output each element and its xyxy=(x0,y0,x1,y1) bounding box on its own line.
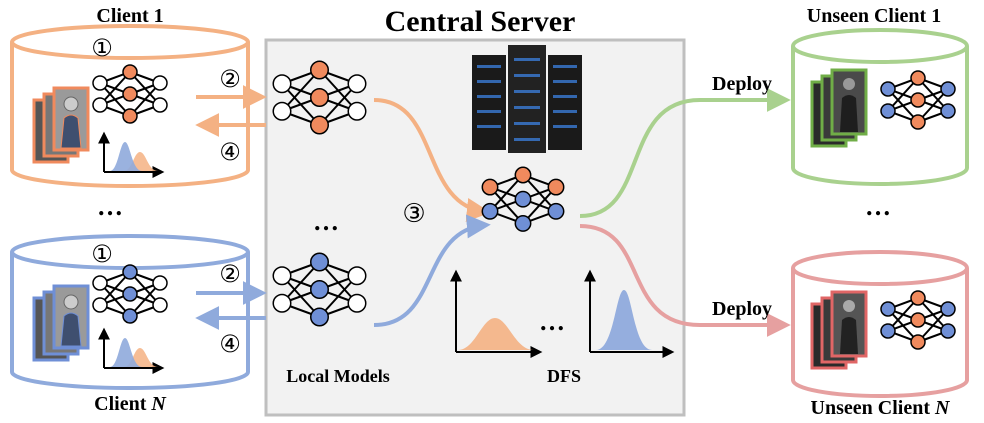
client-n-label: Client N xyxy=(94,393,167,415)
client-1-distribution-curve-icon xyxy=(98,131,165,178)
local-model-n-neural-network-icon xyxy=(272,252,367,327)
client-n-neural-network-icon xyxy=(92,264,168,324)
client-n-distribution-curve-icon xyxy=(98,327,165,374)
global-model-neural-network-icon xyxy=(481,166,565,232)
unseen-client-1-person-image-stack-icon xyxy=(810,68,868,148)
deploy-unseen-1-label: Deploy xyxy=(712,73,772,95)
client-n-step-download: ④ xyxy=(219,330,241,358)
step-aggregate: ③ xyxy=(402,199,425,229)
client-n-step-local: ① xyxy=(91,240,113,268)
unseen-client-n-neural-network-icon xyxy=(880,290,956,350)
unseen-client-n-person-image-stack-icon xyxy=(810,290,868,370)
client-1-person-image-stack-icon xyxy=(32,86,90,164)
clients-ellipsis: … xyxy=(97,192,123,221)
local-models-label: Local Models xyxy=(286,366,390,386)
deploy-unseen-n-arrow xyxy=(579,224,791,337)
client-n-step-upload: ② xyxy=(219,260,241,288)
unseen-client-1-label: Unseen Client 1 xyxy=(807,5,941,27)
unseen-client-1-neural-network-icon xyxy=(880,70,956,130)
dfs-distribution-n-icon xyxy=(584,269,675,358)
dfs-distribution-1-icon xyxy=(450,269,543,358)
local-model-1-aggregate-arrow xyxy=(373,98,491,222)
central-server-title: Central Server xyxy=(385,5,576,38)
dfs-ellipsis: … xyxy=(539,307,565,336)
deploy-unseen-n-label: Deploy xyxy=(712,298,772,320)
unseen-clients-ellipsis: … xyxy=(865,192,891,221)
local-model-1-neural-network-icon xyxy=(272,60,367,135)
unseen-client-n-label: Unseen Client N xyxy=(811,397,951,419)
local-models-ellipsis: … xyxy=(313,207,339,236)
server-rack-icon xyxy=(472,45,582,153)
local-model-n-aggregate-arrow xyxy=(373,214,491,327)
deploy-unseen-1-arrow xyxy=(579,88,791,218)
client-n-person-image-stack-icon xyxy=(32,284,90,362)
dfs-label: DFS xyxy=(547,366,581,386)
client-1-step-download: ④ xyxy=(219,138,241,166)
client-1-step-upload: ② xyxy=(219,65,241,93)
client-1-label: Client 1 xyxy=(96,5,163,27)
client-1-neural-network-icon xyxy=(92,64,168,124)
client-1-step-local: ① xyxy=(91,34,113,62)
